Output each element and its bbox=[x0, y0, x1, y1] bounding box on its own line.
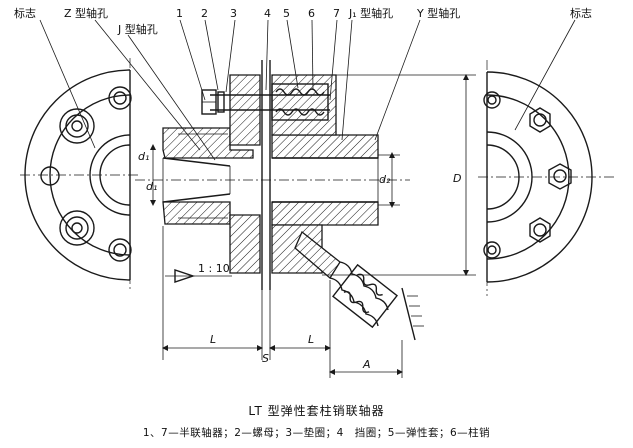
bolt-hole-icon bbox=[108, 86, 132, 110]
dim-L-left-label: L bbox=[210, 333, 216, 346]
bolt-head-icon bbox=[59, 108, 95, 144]
right-end-view bbox=[478, 60, 615, 296]
part-5-label: 5 bbox=[283, 7, 290, 20]
part-7-label: 7 bbox=[333, 7, 340, 20]
part-3-label: 3 bbox=[230, 7, 237, 20]
taper-label: 1 : 10 bbox=[198, 262, 230, 275]
figure-title: LT 型弹性套柱销联轴器 bbox=[248, 404, 385, 418]
j1-bore-label: J₁ 型轴孔 bbox=[348, 6, 393, 20]
bolt-head-icon bbox=[59, 210, 95, 246]
nut-hexagon-icon bbox=[548, 163, 572, 190]
leaders bbox=[39, 19, 576, 161]
dim-L-right-label: L bbox=[308, 333, 314, 346]
dim-d2-label: d₂ bbox=[379, 173, 391, 186]
section-view bbox=[135, 60, 424, 341]
broken-out-pin bbox=[294, 230, 398, 329]
bolt-hole-icon bbox=[40, 166, 60, 186]
dim-D-label: D bbox=[453, 172, 461, 185]
bolt-hole-icon bbox=[483, 241, 501, 259]
dim-d1-lower-label: d₁ bbox=[146, 180, 157, 193]
nut-hexagon-icon bbox=[529, 107, 551, 133]
mark-right-label: 标志 bbox=[570, 6, 592, 20]
dim-A-label: A bbox=[362, 358, 371, 371]
nut-hexagon-icon bbox=[529, 217, 551, 243]
taper-symbol bbox=[165, 269, 232, 283]
dimensions bbox=[150, 74, 476, 378]
part-1-label: 1 bbox=[176, 7, 183, 20]
elastic-sleeve bbox=[271, 83, 329, 121]
y-bore-label: Y 型轴孔 bbox=[416, 6, 460, 20]
z-bore-label: Z 型轴孔 bbox=[64, 6, 108, 20]
bolt-hole-icon bbox=[483, 91, 501, 109]
bolt-hole-icon bbox=[108, 238, 132, 262]
dim-d1-upper-label: d₁ bbox=[138, 150, 149, 163]
nut-icon bbox=[201, 89, 217, 115]
left-end-view bbox=[20, 58, 140, 292]
labels: 标志 Z 型轴孔 J 型轴孔 1 2 3 4 5 6 7 J₁ 型轴孔 Y 型轴… bbox=[14, 6, 592, 371]
part-6-label: 6 bbox=[308, 7, 315, 20]
mark-left-label: 标志 bbox=[14, 6, 36, 20]
dim-S-label: S bbox=[262, 352, 269, 365]
part-2-label: 2 bbox=[201, 7, 208, 20]
part-4-label: 4 bbox=[264, 7, 271, 20]
washer-icon bbox=[217, 91, 225, 113]
j-bore-label: J 型轴孔 bbox=[117, 22, 158, 36]
figure-legend: 1、7—半联轴器；2—螺母；3—垫圈；4 挡圈；5—弹性套；6—柱销 bbox=[142, 427, 491, 439]
